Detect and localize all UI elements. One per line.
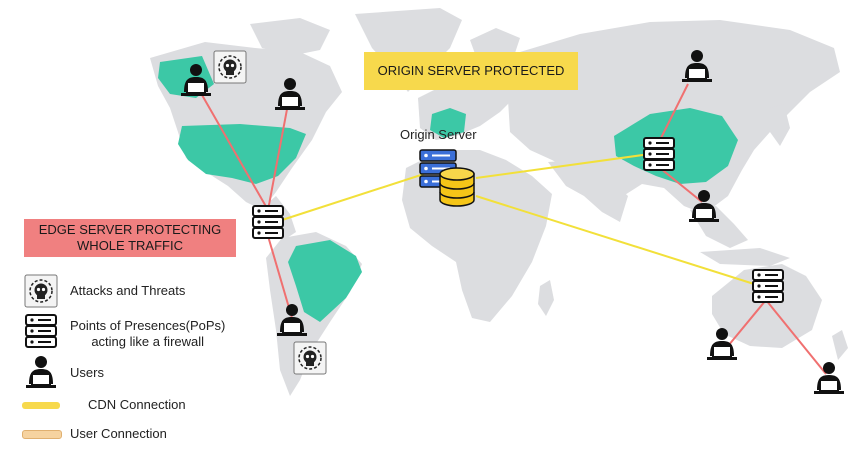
legend-attacks: Attacks and Threats — [70, 283, 185, 299]
legend-threat-icon — [24, 274, 58, 308]
edge-protecting-line2: WHOLE TRAFFIC — [77, 238, 183, 253]
legend-cdn-text: CDN Connection — [88, 397, 186, 412]
cdn-connections — [281, 153, 755, 285]
legend-user-conn-text: User Connection — [70, 426, 167, 441]
edge-protecting-banner: EDGE SERVER PROTECTING WHOLE TRAFFIC — [24, 219, 236, 257]
threat-skull-icon — [213, 50, 247, 84]
legend-users-text: Users — [70, 365, 104, 380]
edge-protecting-line1: EDGE SERVER PROTECTING — [38, 222, 222, 237]
legend-cdn-swatch — [22, 401, 60, 409]
origin-protected-banner: ORIGIN SERVER PROTECTED — [364, 52, 578, 90]
legend-pops: Points of Presences(PoPs) acting like a … — [70, 318, 225, 350]
database-icon — [439, 167, 475, 207]
legend-users: Users — [70, 365, 104, 381]
user-connections — [197, 83, 827, 375]
legend-user-conn: User Connection — [22, 426, 167, 442]
legend-pops-line1: Points of Presences(PoPs) — [70, 318, 226, 333]
threat-skull-icon — [293, 341, 327, 375]
user-computer-icon — [813, 361, 845, 395]
server-rack-icon — [752, 269, 784, 303]
origin-server-label: Origin Server — [400, 127, 477, 142]
legend-cdn: CDN Connection — [22, 397, 186, 413]
legend-server-icon — [25, 314, 57, 348]
legend-attacks-text: Attacks and Threats — [70, 283, 186, 298]
server-rack-icon — [643, 137, 675, 171]
legend-user-conn-swatch — [22, 429, 62, 439]
server-rack-icon — [252, 205, 284, 239]
origin-protected-text: ORIGIN SERVER PROTECTED — [377, 63, 565, 78]
legend-user-icon — [25, 355, 57, 389]
legend-pops-line2: acting like a firewall — [91, 334, 205, 349]
